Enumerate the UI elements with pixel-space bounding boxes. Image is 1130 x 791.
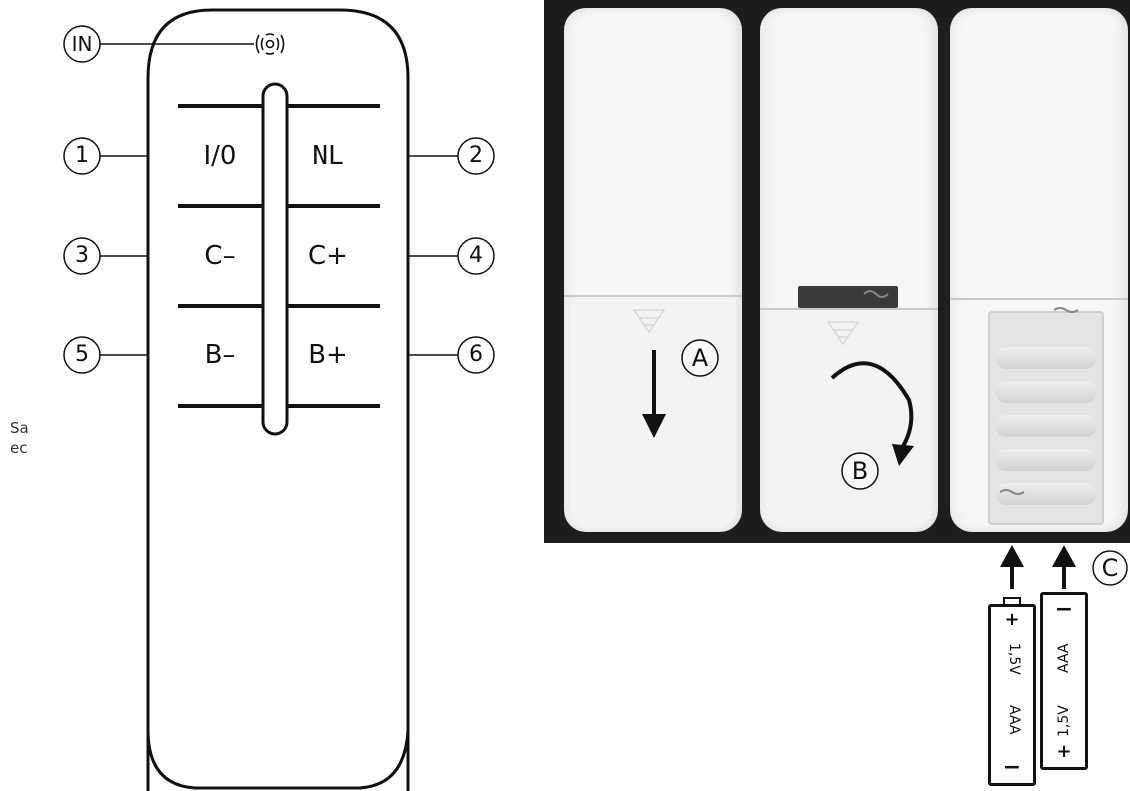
- marker-4: 4: [469, 243, 483, 268]
- battery-2-type: AAA: [1056, 643, 1072, 673]
- remote-photo-open: [950, 8, 1128, 532]
- battery-2-top-sign: −: [1054, 597, 1074, 622]
- battery-compartment: [988, 311, 1104, 525]
- marker-3: 3: [75, 243, 89, 268]
- color-minus-button[interactable]: C–: [204, 241, 236, 271]
- aaa-battery-2: − AAA 1,5V +: [1040, 592, 1088, 770]
- brightness-plus-button[interactable]: B+: [308, 340, 348, 370]
- remote-outline-drawing: [63, 8, 495, 791]
- wireless-signal-icon: [255, 33, 285, 55]
- side-text-line-2: ec: [10, 439, 28, 457]
- ir-marker-label: IN: [71, 32, 93, 56]
- photo-overlay: [632, 290, 1079, 495]
- night-light-button[interactable]: NL: [312, 141, 344, 171]
- battery-installation-photo: A B: [544, 0, 1130, 543]
- battery-2-voltage: 1,5V: [1056, 705, 1072, 737]
- battery-cover-sliding[interactable]: [766, 310, 932, 526]
- arrow-down-icon: [642, 350, 666, 438]
- marker-circle-in: [63, 25, 101, 63]
- battery-1-type: AAA: [1006, 705, 1022, 735]
- arrow-up-icon: [1000, 545, 1024, 589]
- marker-5: 5: [75, 342, 89, 367]
- marker-circle-4: [457, 237, 495, 275]
- marker-circle-2: [457, 137, 495, 175]
- battery-1-bottom-sign: −: [1002, 755, 1022, 780]
- battery-1-voltage: 1,5V: [1006, 643, 1022, 675]
- brightness-minus-button[interactable]: B–: [204, 340, 236, 370]
- step-b-label: B: [840, 451, 880, 491]
- marker-circle-5: [63, 336, 101, 374]
- marker-circle-3: [63, 237, 101, 275]
- side-text-line-1: Sa: [10, 419, 29, 437]
- marker-circle-1: [63, 137, 101, 175]
- arrow-up-icon: [1052, 545, 1076, 589]
- marker-1: 1: [75, 143, 89, 168]
- aaa-battery-1: + 1,5V AAA −: [988, 604, 1036, 786]
- center-slider-bar: [261, 82, 289, 436]
- battery-1-top-sign: +: [1004, 609, 1020, 630]
- marker-6: 6: [469, 342, 483, 367]
- marker-circle-6: [457, 336, 495, 374]
- remote-photo-sliding: [760, 8, 938, 532]
- step-a-label: A: [680, 338, 720, 378]
- remote-body-outline: [146, 8, 410, 791]
- battery-2-bottom-sign: +: [1056, 741, 1072, 762]
- step-c-label: C: [1090, 548, 1130, 588]
- curved-arrow-icon: [830, 361, 914, 466]
- remote-diagram: IN 1 2 3 4 5 6 I/0 NL C– C+ B– B+ Sa ec: [0, 0, 540, 791]
- on-off-button[interactable]: I/0: [203, 141, 237, 171]
- color-plus-button[interactable]: C+: [308, 241, 348, 271]
- marker-2: 2: [469, 143, 483, 168]
